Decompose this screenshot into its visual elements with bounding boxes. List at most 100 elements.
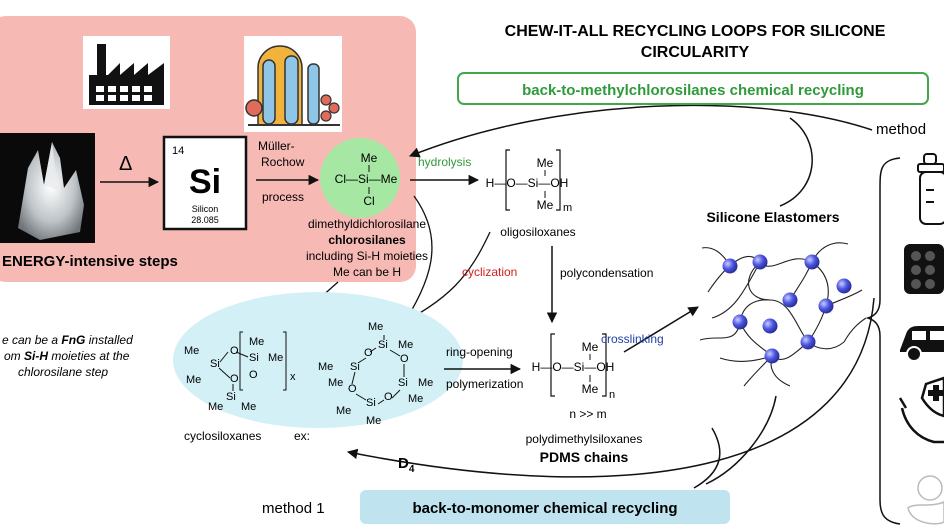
- d4-structure: Me Si Me O O Si Me Me Si Me Me O O Si Me…: [318, 321, 433, 427]
- svg-text:Me: Me: [241, 401, 256, 413]
- pdms-chains-label: PDMS chains: [540, 449, 629, 465]
- title-line-2: CIRCULARITY: [641, 44, 750, 61]
- chlorosilane-cl-bottom: Cl: [363, 194, 374, 208]
- svg-text:Silicon: Silicon: [192, 204, 219, 214]
- title-line-1: CHEW-IT-ALL RECYCLING LOOPS FOR SILICONE: [505, 23, 886, 40]
- chlorosilane-bold: chlorosilanes: [328, 233, 406, 247]
- pdms-structure: Me H—O—Si—OH Me n: [532, 333, 615, 401]
- elastomer-crosslink-nodes: [722, 254, 852, 364]
- baby-bottle-icon: [917, 153, 944, 225]
- svg-text:Me: Me: [582, 382, 599, 396]
- oligosiloxanes-label: oligosiloxanes: [500, 225, 575, 239]
- method1-return-arrow: [346, 297, 875, 478]
- svg-text:Me: Me: [336, 405, 351, 417]
- chlorosilane-line3: including Si-H moieties: [306, 249, 428, 263]
- method2-return-arrow: [409, 104, 873, 158]
- svg-text:m: m: [563, 202, 572, 214]
- example-label: ex:: [294, 429, 310, 443]
- svg-text:Si: Si: [398, 377, 408, 389]
- silicone-elastomers-title: Silicone Elastomers: [706, 209, 839, 225]
- keyboard-icon: [904, 244, 944, 294]
- method1-label: back-to-monomer chemical recycling: [412, 500, 677, 517]
- svg-text:O: O: [384, 391, 393, 403]
- svg-text:O: O: [249, 369, 258, 381]
- ring-opening-label-1: ring-opening: [446, 345, 513, 359]
- fng-note-line-2: om Si-H moieties at the: [4, 349, 130, 363]
- svg-text:Me: Me: [368, 321, 383, 333]
- elastomer-to-method2-curve: [779, 117, 813, 207]
- svg-text:H—O—Si—OH: H—O—Si—OH: [486, 176, 569, 190]
- method2-box: [457, 72, 929, 105]
- healthcare-hands-icon: [898, 376, 944, 444]
- method1-box: [360, 490, 730, 524]
- svg-text:Si: Si: [366, 397, 376, 409]
- chlorosilane-formula-row: Cl—Si—Me: [335, 172, 398, 186]
- svg-text:Si: Si: [249, 352, 259, 364]
- svg-text:Si: Si: [378, 339, 388, 351]
- d4-label: D4: [398, 455, 415, 475]
- svg-text:Me: Me: [249, 336, 264, 348]
- muller-rochow-label-3: process: [262, 190, 304, 204]
- cyclosiloxane-generic-structure: Me Si Me O O Si Me Me Me Si Me O x: [184, 331, 296, 413]
- cyclosiloxanes-label: cyclosiloxanes: [184, 429, 261, 443]
- svg-text:Si: Si: [189, 163, 221, 201]
- delta-label: Δ: [119, 153, 132, 175]
- svg-text:Me: Me: [537, 198, 554, 212]
- muller-rochow-label-2: Rochow: [261, 155, 305, 169]
- svg-text:Me: Me: [328, 377, 343, 389]
- svg-text:Me: Me: [537, 156, 554, 170]
- svg-text:Si: Si: [210, 358, 220, 370]
- chlorosilane-me-top: Me: [361, 151, 378, 165]
- svg-text:O: O: [400, 353, 409, 365]
- svg-text:Me: Me: [318, 361, 333, 373]
- n-relation: n >> m: [569, 407, 606, 421]
- factory-icon: [83, 36, 170, 109]
- cyclization-label: cyclization: [462, 265, 517, 279]
- svg-text:O: O: [348, 383, 357, 395]
- rubber-duck-icon: [907, 475, 944, 525]
- fng-note-line-1: e can be a FnG installed: [2, 333, 133, 347]
- svg-text:Me: Me: [268, 352, 283, 364]
- silicon-element-tile: 14 Si Silicon 28.085: [162, 135, 248, 231]
- elastomer-to-method1-curve: [705, 395, 777, 485]
- muller-rochow-label-1: Müller-: [258, 139, 295, 153]
- svg-text:Me: Me: [418, 377, 433, 389]
- svg-text:Me: Me: [184, 345, 199, 357]
- svg-text:n: n: [609, 389, 615, 401]
- polycondensation-label: polycondensation: [560, 266, 653, 280]
- svg-text:O: O: [230, 373, 239, 385]
- svg-text:O: O: [230, 345, 239, 357]
- pdms-name: polydimethylsiloxanes: [526, 432, 643, 446]
- svg-text:Si: Si: [226, 391, 236, 403]
- refinery-icon: [244, 36, 342, 132]
- svg-text:Me: Me: [398, 339, 413, 351]
- car-icon: [900, 326, 944, 362]
- crosslinking-arrow: [623, 306, 699, 353]
- crosslinking-label: crosslinking: [601, 332, 664, 346]
- chlorosilane-name: dimethyldichlorosilane: [308, 217, 426, 231]
- quartz-crystal-photo: [0, 133, 95, 243]
- method1-prefix: method 1: [262, 500, 325, 517]
- svg-text:Me: Me: [582, 340, 599, 354]
- method2-prefix: method: [876, 121, 926, 138]
- svg-text:Me: Me: [366, 415, 381, 427]
- oligosiloxane-structure: Me H—O—Si—OH Me m: [486, 149, 572, 214]
- svg-text:Me: Me: [186, 374, 201, 386]
- chlorosilane-line4: Me can be H: [333, 265, 401, 279]
- svg-text:Me: Me: [208, 401, 223, 413]
- ring-opening-label-2: polymerization: [446, 377, 523, 391]
- fng-note-line-3: chlorosilane step: [18, 365, 108, 379]
- svg-text:28.085: 28.085: [191, 215, 219, 225]
- energy-steps-label: ENERGY-intensive steps: [2, 253, 178, 270]
- svg-text:Si: Si: [350, 361, 360, 373]
- applications-brace: [865, 157, 901, 525]
- hydrolysis-label: hydrolysis: [418, 155, 471, 169]
- svg-text:14: 14: [172, 145, 184, 157]
- cyclosiloxane-bubble: [173, 292, 463, 428]
- chlorosilane-circle: [320, 138, 400, 218]
- svg-text:O: O: [364, 347, 373, 359]
- svg-text:H—O—Si—OH: H—O—Si—OH: [532, 360, 615, 374]
- svg-text:Me: Me: [408, 393, 423, 405]
